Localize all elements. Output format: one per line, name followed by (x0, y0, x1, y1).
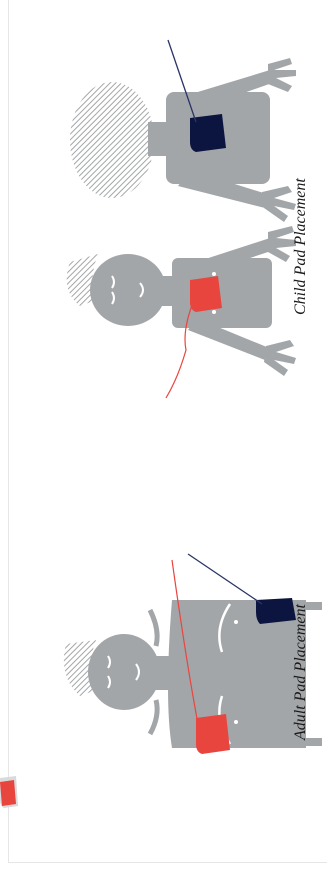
adult-front-navy-pad (256, 598, 296, 624)
adult-caption: Adult Pad Placement (292, 603, 309, 741)
child-back-hair (70, 82, 154, 198)
child-back-figure (70, 40, 296, 222)
child-front-pad (190, 276, 222, 312)
adult-front-head (88, 634, 160, 710)
child-front-torso (172, 258, 272, 328)
adult-front-figure (64, 554, 322, 754)
child-front-figure (67, 226, 296, 398)
adult-front-navy-wire (188, 554, 262, 604)
child-caption: Child Pad Placement (292, 178, 309, 315)
child-front-head (90, 254, 166, 326)
adult-pad-fragment (0, 776, 18, 808)
adult-front-red-pad (196, 714, 230, 754)
